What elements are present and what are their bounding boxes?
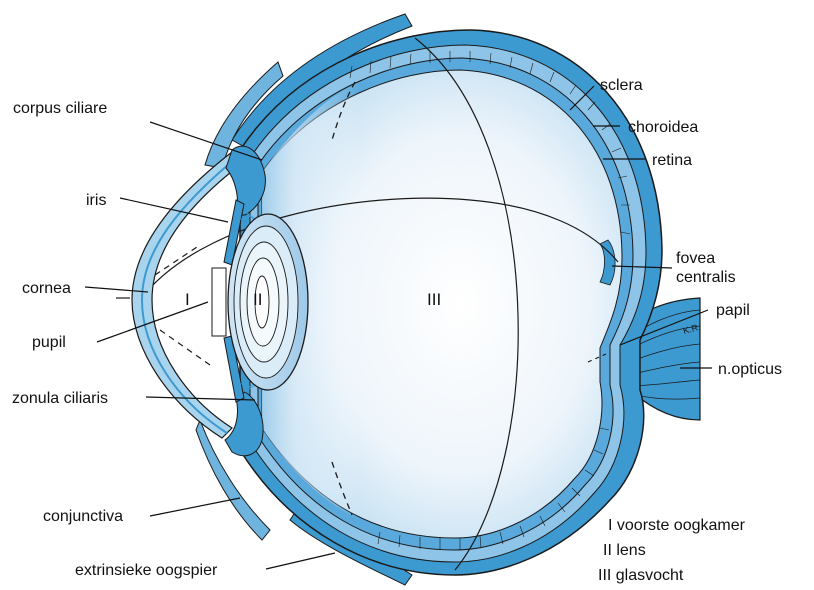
label-choroidea: choroidea [628, 119, 698, 136]
label-fovea: fovea [676, 250, 715, 267]
pupil-opening [212, 268, 226, 336]
legend-item-glasvocht: III glasvocht [586, 563, 786, 588]
label-centralis: centralis [676, 269, 736, 286]
label-zonula-ciliaris: zonula ciliaris [12, 390, 108, 407]
legend-item-lens: II lens [586, 538, 786, 563]
leader-extrinsieke [266, 553, 335, 569]
label-cornea: cornea [22, 280, 71, 297]
label-extrinsieke-oogspier: extrinsieke oogspier [75, 562, 218, 579]
label-pupil: pupil [32, 334, 66, 351]
legend-item-voorste-oogkamer: I voorste oogkamer [586, 513, 786, 538]
label-papil: papil [716, 302, 750, 319]
leader-conjunctiva [150, 498, 240, 516]
label-n-opticus: n.opticus [718, 361, 782, 378]
chamber-label-I: I [185, 290, 190, 309]
label-conjunctiva: conjunctiva [43, 508, 123, 525]
legend: I voorste oogkamer II lens III glasvocht [586, 513, 786, 588]
label-corpus-ciliare: corpus ciliare [13, 100, 107, 117]
chamber-label-III: III [427, 290, 441, 309]
label-iris: iris [86, 192, 106, 209]
chamber-label-II: II [253, 290, 262, 309]
label-sclera: sclera [600, 77, 643, 94]
label-retina: retina [652, 152, 692, 169]
